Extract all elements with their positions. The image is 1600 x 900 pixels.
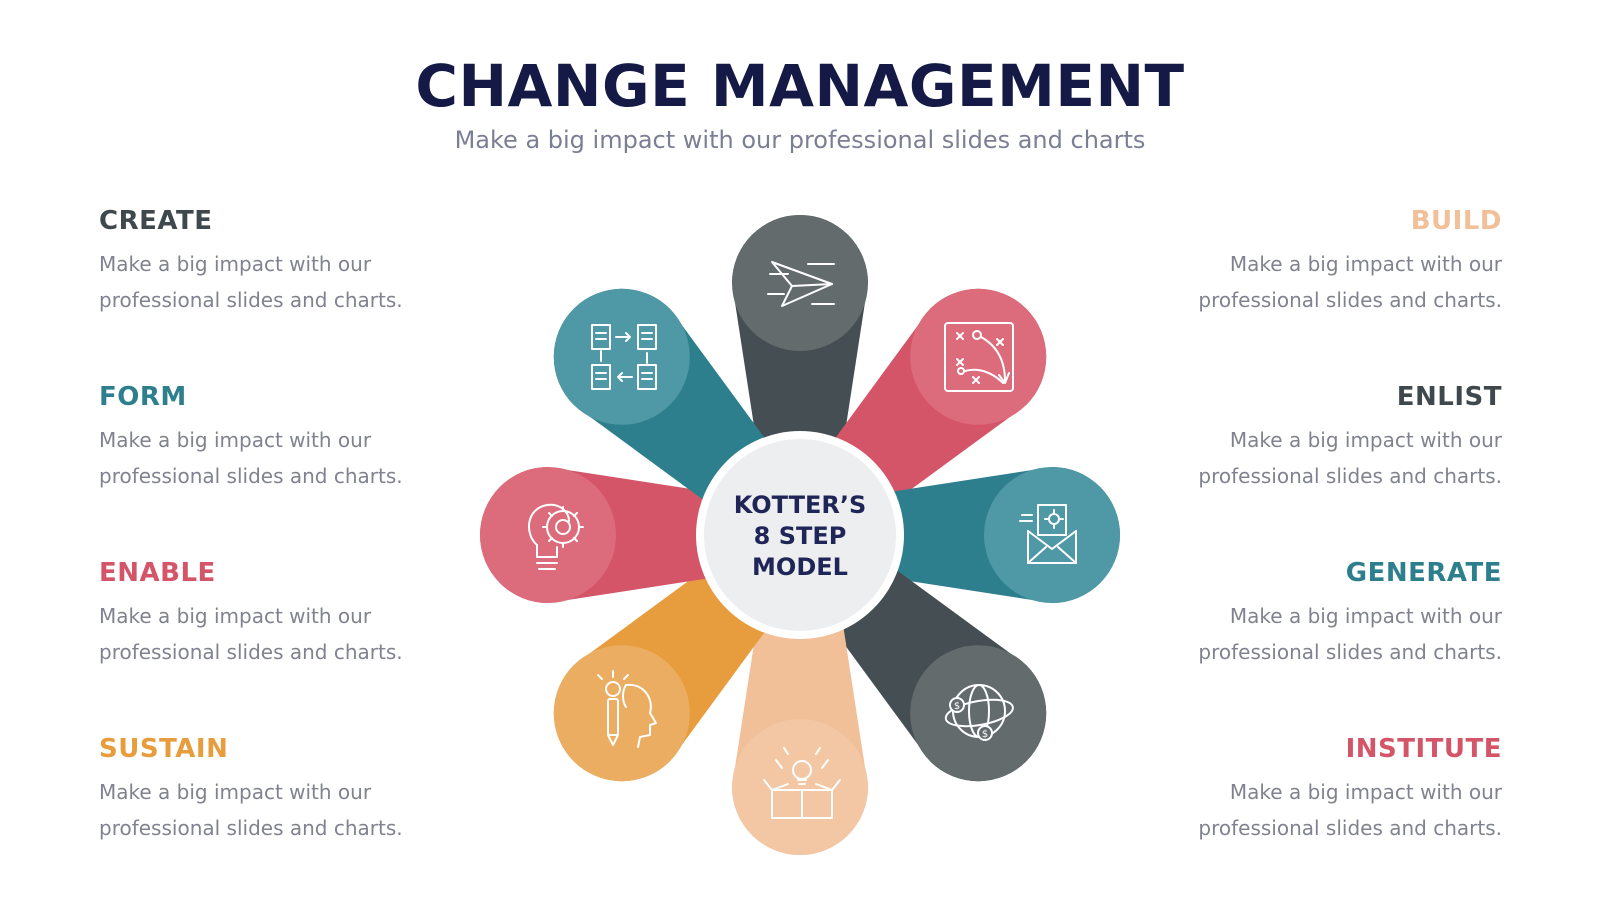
globe-money-icon: $ $ xyxy=(944,684,1014,741)
step-label: GENERATE xyxy=(1345,558,1502,588)
petal-top-head xyxy=(732,215,868,351)
petals-layer xyxy=(480,215,1120,855)
step-label: FORM xyxy=(99,382,187,412)
svg-text:$: $ xyxy=(982,729,988,740)
box-idea-icon xyxy=(763,747,841,819)
head-pencil-icon xyxy=(597,670,657,748)
petal-bottom-head xyxy=(732,719,868,855)
step-label: SUSTAIN xyxy=(99,734,229,764)
petal-top-left-head xyxy=(553,288,690,425)
center-circle xyxy=(704,439,896,631)
center-line-2: 8 STEP xyxy=(754,522,847,550)
page-subtitle: Make a big impact with our professional … xyxy=(454,126,1146,154)
step-label: ENABLE xyxy=(99,558,216,588)
strategy-board-icon xyxy=(944,322,1014,392)
petal-bottom-right xyxy=(821,556,1047,782)
svg-text:$: $ xyxy=(954,701,960,712)
step-label: CREATE xyxy=(99,206,213,236)
documents-flow-icon xyxy=(591,324,657,390)
bulb-gear-icon xyxy=(528,503,584,570)
petal-top xyxy=(732,215,868,465)
petal-bottom-left xyxy=(553,556,779,782)
page-title: CHANGE MANAGEMENT xyxy=(415,52,1185,120)
step-label: ENLIST xyxy=(1396,382,1502,412)
step-label: BUILD xyxy=(1410,206,1502,236)
center-line-1: KOTTER’S xyxy=(734,491,867,519)
petal-bottom-right-head xyxy=(910,645,1047,782)
center-line-3: MODEL xyxy=(752,553,848,581)
paper-plane-icon xyxy=(767,261,835,307)
step-label: INSTITUTE xyxy=(1345,734,1502,764)
petal-top-right-head xyxy=(910,288,1047,425)
petal-bottom-left-head xyxy=(553,645,690,782)
petal-bottom xyxy=(732,605,868,855)
email-gear-icon xyxy=(1019,504,1077,564)
